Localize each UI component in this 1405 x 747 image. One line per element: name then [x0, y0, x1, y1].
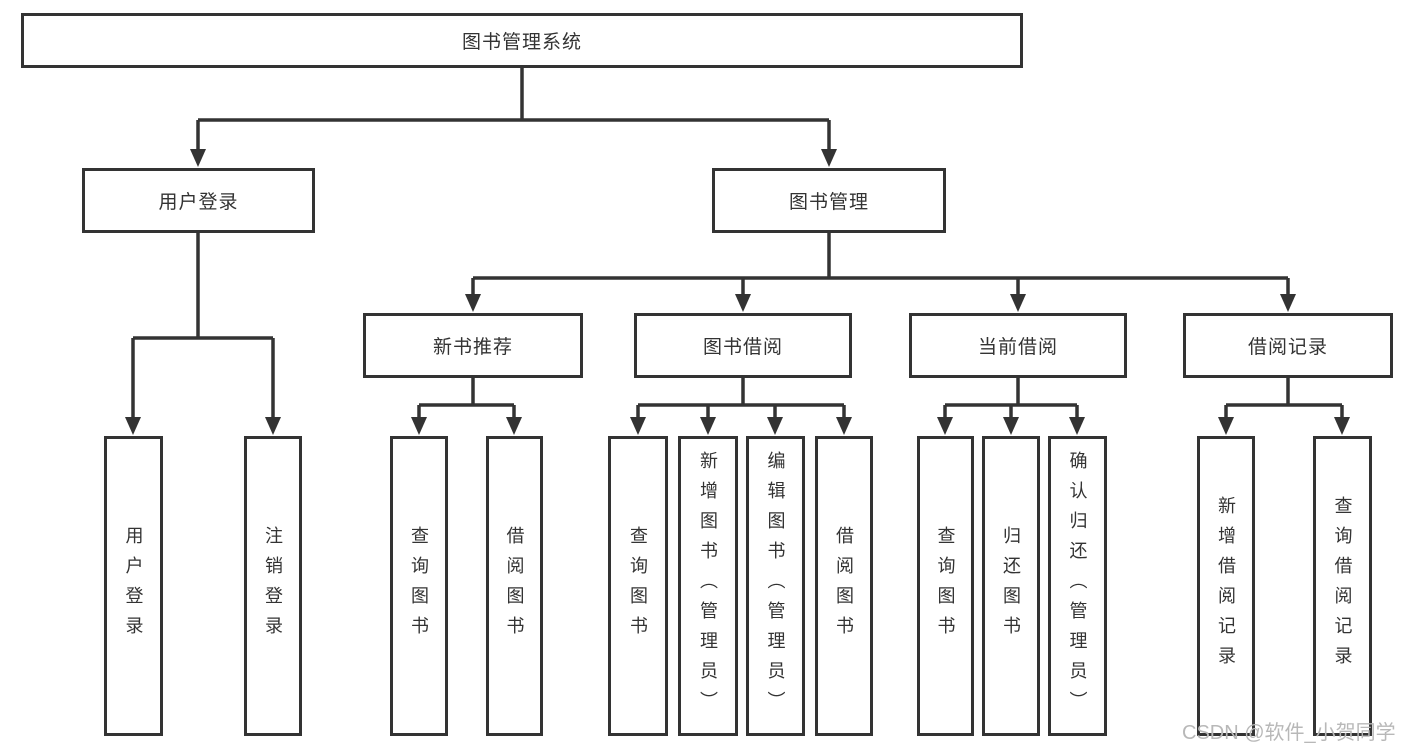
leaf-user-login: 用户登录	[104, 436, 163, 736]
watermark: CSDN @软件_小贺同学	[1182, 722, 1396, 744]
node-book-management: 图书管理	[712, 168, 946, 233]
leaf-query-book-3: 查询图书	[917, 436, 974, 736]
leaf-query-book-1: 查询图书	[390, 436, 448, 736]
leaf-add-borrow-record: 新增借阅记录	[1197, 436, 1255, 736]
leaf-borrow-book-2: 借阅图书	[815, 436, 873, 736]
leaf-add-book-admin: 新增图书（管理员）	[678, 436, 738, 736]
leaf-return-book: 归还图书	[982, 436, 1040, 736]
leaf-edit-book-admin: 编辑图书（管理员）	[746, 436, 805, 736]
node-new-book-recommend: 新书推荐	[363, 313, 583, 378]
node-root: 图书管理系统	[21, 13, 1023, 68]
node-current-borrowing: 当前借阅	[909, 313, 1127, 378]
leaf-query-borrow-record: 查询借阅记录	[1313, 436, 1372, 736]
node-book-borrowing: 图书借阅	[634, 313, 852, 378]
leaf-confirm-return-admin: 确认归还（管理员）	[1048, 436, 1107, 736]
leaf-logout: 注销登录	[244, 436, 302, 736]
node-borrow-records: 借阅记录	[1183, 313, 1393, 378]
node-user-login: 用户登录	[82, 168, 315, 233]
leaf-borrow-book-1: 借阅图书	[486, 436, 543, 736]
leaf-query-book-2: 查询图书	[608, 436, 668, 736]
